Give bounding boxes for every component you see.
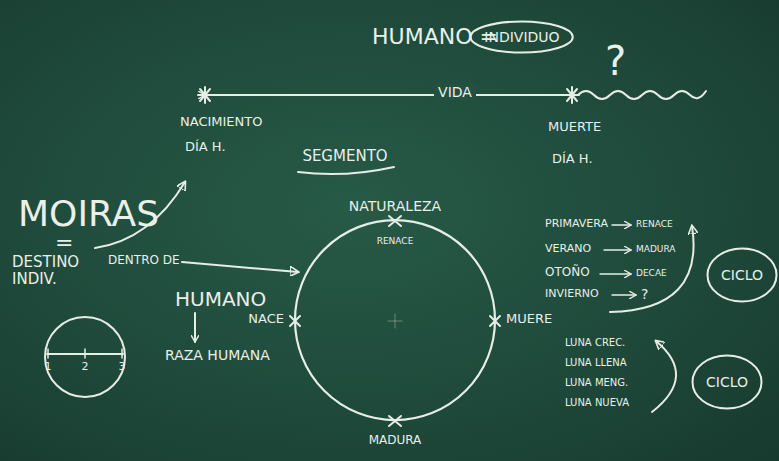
node-text: CICLO: [721, 267, 763, 283]
chalk-label: MOIRAS: [18, 193, 159, 234]
chalk-label: RENACE: [377, 236, 414, 246]
chalk-label: MADURA: [636, 244, 676, 254]
chalk-label: 2: [82, 361, 89, 374]
chalk-label: MUERTE: [548, 120, 601, 135]
chalk-label: 3: [119, 361, 126, 374]
node-text: NATURALEZA: [290, 198, 500, 214]
chalk-label: RAZA HUMANA: [165, 347, 270, 363]
node-outline: [290, 198, 500, 424]
chalk-label: MADURA: [369, 434, 422, 448]
chalk-label: OTOÑO: [545, 266, 590, 280]
chalk-label: LUNA CREC.: [565, 337, 625, 349]
chalk-label: SEGMENTO: [302, 148, 387, 165]
chalk-label: MUERE: [506, 312, 552, 327]
chalk-label: DENTRO DE: [108, 254, 180, 268]
chalk-label: VIDA: [434, 84, 476, 100]
chalk-label: HUMANO: [175, 288, 266, 311]
chalk-label: VERANO: [545, 243, 591, 256]
chalk-label: DECAE: [636, 268, 667, 278]
chalk-label: PRIMAVERA: [545, 218, 608, 231]
chalk-label: LUNA LLENA: [565, 357, 627, 369]
chalk-label: NACE: [248, 312, 284, 327]
chalk-label: DESTINO INDIV.: [12, 254, 102, 289]
node-text: INDIVIDUO: [484, 29, 559, 45]
chalk-label: DÍA H.: [552, 152, 593, 167]
chalk-label: =: [55, 230, 73, 255]
circled-word: CICLO: [706, 247, 778, 303]
chalk-label: 1: [45, 361, 52, 374]
chalk-label: LUNA NUEVA: [565, 397, 629, 409]
cycle-circle: NATURALEZA: [290, 198, 500, 424]
chalk-label: RENACE: [636, 219, 673, 229]
chalk-label: NACIMIENTO: [180, 115, 262, 130]
circled-word: INDIVIDUO: [469, 20, 574, 54]
chalk-label: DÍA H.: [185, 140, 226, 155]
chalk-label: LUNA MENG.: [565, 377, 628, 389]
node-text: CICLO: [706, 374, 748, 390]
circled-word: CICLO: [691, 354, 763, 410]
chalk-label: ?: [605, 38, 626, 84]
chalk-label: INVIERNO: [545, 288, 599, 301]
chalk-label: ?: [641, 286, 648, 302]
